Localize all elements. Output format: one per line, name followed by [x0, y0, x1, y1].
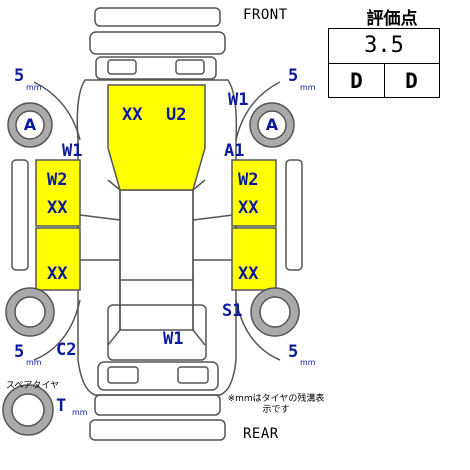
right-front-door-code-1: W2 [238, 170, 259, 190]
right-rear-fender-line [235, 299, 281, 361]
front-right-tire-letter: A [265, 115, 279, 134]
rear-left-mm-unit: mm [26, 358, 42, 367]
headlight-right [175, 59, 205, 75]
left-front-door-panel [35, 159, 81, 227]
rim-spare [11, 393, 45, 427]
right-rear-door-code: XX [238, 264, 259, 284]
score-title: 評価点 [366, 9, 418, 29]
roof-line-left [79, 214, 121, 221]
right-front-fender-code: A1 [224, 141, 245, 161]
rear-right-tire-depth: 5 [288, 342, 299, 362]
headlight-left [107, 59, 137, 75]
left-rear-door-code: XX [47, 264, 68, 284]
spare-tire-letter: T [56, 396, 67, 416]
trunk-lid [107, 304, 207, 361]
front-bumper-top [94, 7, 221, 27]
taillight-left [107, 366, 139, 384]
body-outline [76, 79, 238, 396]
hood-code-2: U2 [166, 105, 187, 125]
rear-label: REAR [243, 426, 279, 442]
overall-score: 3.5 [329, 29, 439, 64]
rear-bumper [94, 394, 221, 416]
mm-note: ※mmはタイヤの残溝表示です [227, 394, 325, 415]
roof [119, 189, 194, 281]
left-front-door-code-2: XX [47, 198, 68, 218]
interior-grade: D [329, 64, 385, 98]
spare-mm-unit: mm [72, 408, 88, 417]
front-left-tire-letter: A [23, 115, 37, 134]
hood-code-1: XX [122, 105, 143, 125]
trunk-code: W1 [163, 329, 184, 349]
right-rear-door-panel [231, 227, 277, 291]
roof-line-right [192, 214, 234, 221]
right-front-fender-line [235, 81, 281, 141]
right-front-door-panel [231, 159, 277, 227]
rear-right-mm-unit: mm [300, 358, 316, 367]
score-table: 3.5 D D [328, 28, 440, 98]
front-label: FRONT [243, 7, 288, 23]
left-rear-fender-line [33, 299, 81, 361]
left-rear-door-panel [35, 227, 81, 291]
right-sill [285, 159, 303, 271]
front-left-tire-depth: 5 [14, 66, 25, 86]
left-front-door-code-1: W2 [47, 170, 68, 190]
front-right-tire-depth: 5 [288, 66, 299, 86]
left-front-fender-code: W1 [62, 141, 83, 161]
front-grille [95, 56, 217, 80]
left-rear-corner-code: C2 [56, 340, 77, 360]
rear-bumper-lower [89, 419, 226, 441]
left-front-fender-line [33, 81, 81, 141]
exterior-grade: D [405, 69, 418, 93]
rim-front-right [257, 110, 287, 140]
right-front-pillar-code: W1 [228, 90, 249, 110]
spare-tire-label: スペアタイヤ [6, 381, 60, 391]
rear-bumper-upper [97, 361, 219, 391]
rear-left-tire-depth: 5 [14, 342, 25, 362]
front-left-mm-unit: mm [26, 83, 42, 92]
right-front-door-code-2: XX [238, 198, 259, 218]
pillars [107, 179, 206, 346]
hood-panel [107, 84, 206, 191]
rim-rear-left [14, 296, 46, 328]
front-bumper [89, 31, 226, 55]
front-right-mm-unit: mm [300, 83, 316, 92]
rim-front-left [15, 110, 45, 140]
left-sill [11, 159, 29, 271]
right-rear-fender-code: S1 [222, 301, 243, 321]
rim-rear-right [259, 296, 291, 328]
taillight-right [177, 366, 209, 384]
